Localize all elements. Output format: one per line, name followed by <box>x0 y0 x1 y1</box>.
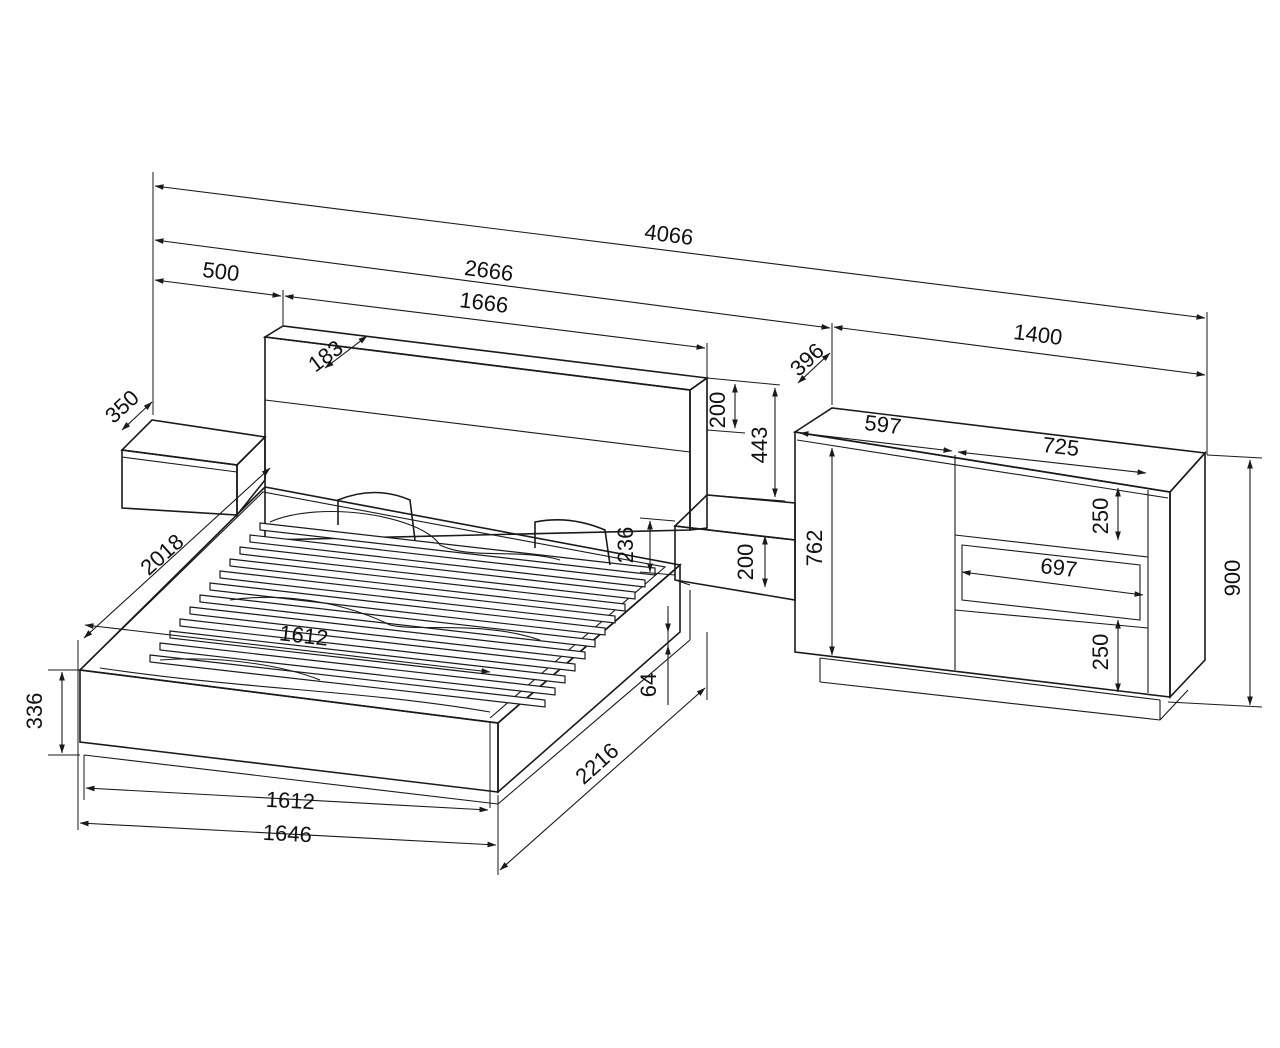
dim-nightstand-floor-clearance: 236 <box>613 527 638 564</box>
dim-bed-outer-width: 1646 <box>262 820 312 848</box>
sideboard <box>792 407 1207 721</box>
dimension-lines <box>48 172 1263 875</box>
dim-sideboard-left-section: 597 <box>863 410 902 439</box>
dim-nightstand-left-depth: 350 <box>100 385 144 428</box>
dim-sideboard-depth: 396 <box>785 338 829 381</box>
dim-headboard-width: 1666 <box>458 287 510 318</box>
dim-nightstand-left-width: 500 <box>201 257 241 286</box>
dim-mattress-width: 1612 <box>278 620 330 650</box>
dim-drawer-top-height: 250 <box>1088 498 1113 535</box>
dim-nightstand-right-height: 200 <box>733 544 758 581</box>
dim-headboard-height: 443 <box>747 427 772 464</box>
dim-sideboard-right-section: 725 <box>1041 432 1080 461</box>
dim-bed-frame-height: 336 <box>22 693 47 730</box>
dim-headboard-depth: 183 <box>303 335 347 377</box>
dimension-labels: 4066 2666 500 1666 1400 183 350 396 2018… <box>22 219 1245 847</box>
dim-bed-inner-width: 1612 <box>265 787 315 815</box>
dim-drawer-bottom-height: 250 <box>1088 634 1113 671</box>
dim-sideboard-height: 900 <box>1220 560 1245 597</box>
dim-bed-leg-height: 64 <box>636 673 661 697</box>
bed-handles <box>337 491 611 566</box>
dim-bed-outer-length: 2216 <box>570 738 623 789</box>
dim-sideboard-door-height: 762 <box>802 530 827 567</box>
dim-total-width: 4066 <box>643 219 695 250</box>
dim-open-shelf-width: 697 <box>1039 553 1078 582</box>
left-nightstand <box>120 419 267 518</box>
dim-panel-height: 200 <box>705 392 730 429</box>
dim-sideboard-width: 1400 <box>1012 319 1064 350</box>
